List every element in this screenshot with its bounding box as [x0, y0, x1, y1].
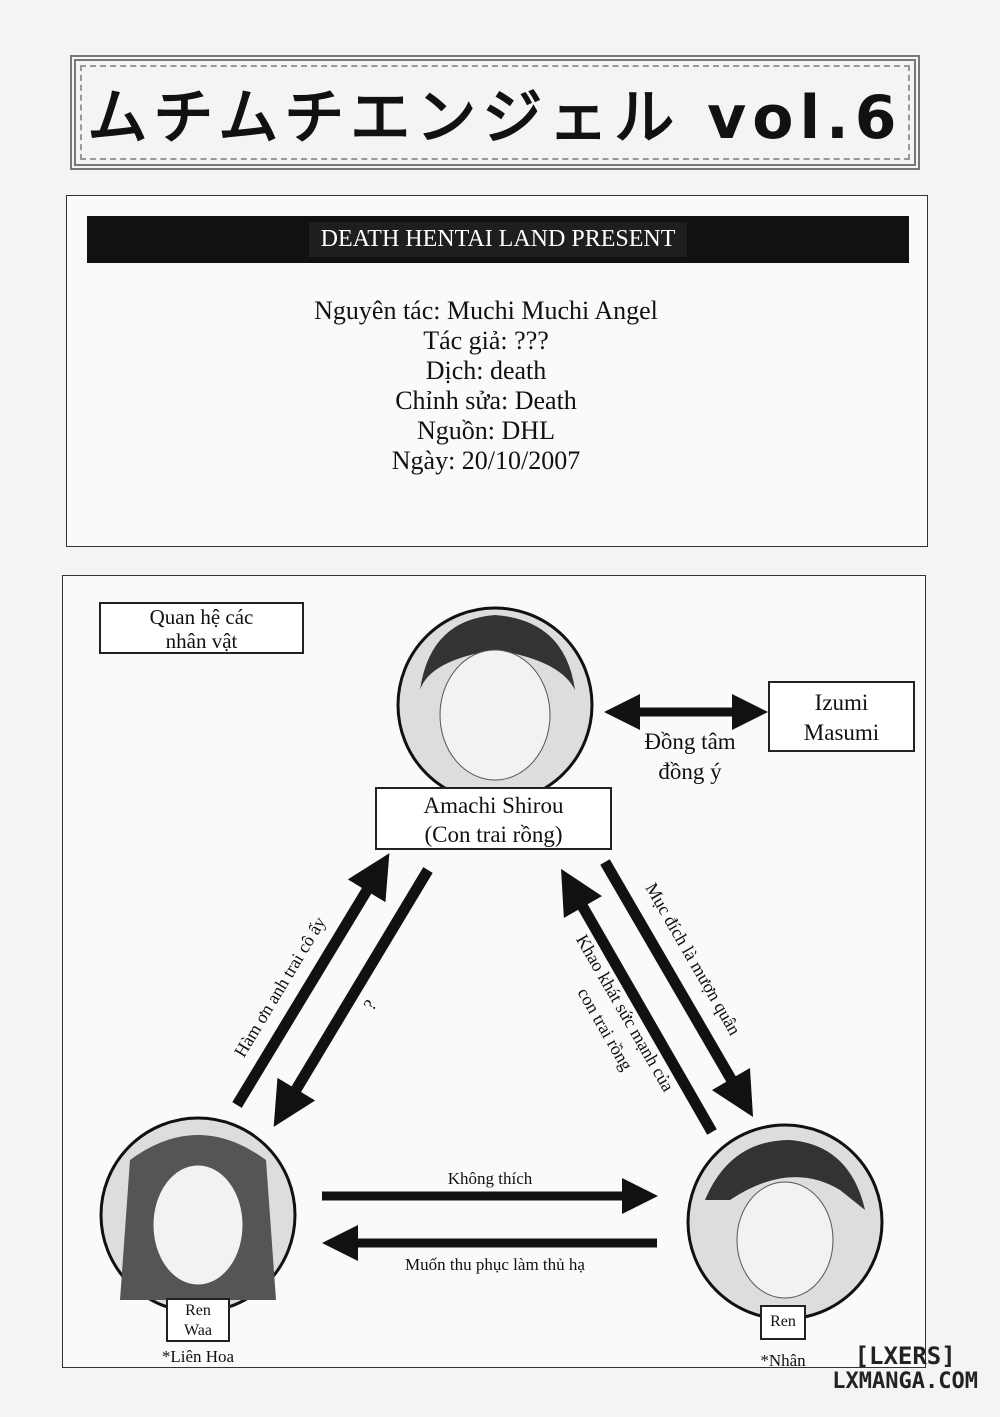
- ally-name-line2: Masumi: [803, 720, 880, 745]
- watermark: [LXERS] LXMANGA.COM: [832, 1343, 978, 1395]
- left-character-alias: *Liên Hoa: [162, 1347, 235, 1366]
- heading-line2: nhân vật: [165, 629, 238, 653]
- right-character-label: Ren: [760, 1305, 806, 1340]
- left-character-name-line2: Waa: [183, 1322, 213, 1339]
- right-character-alias: *Nhân: [760, 1351, 806, 1370]
- ally-relation-line2: đồng ý: [658, 759, 722, 784]
- portrait-right: [686, 1123, 884, 1321]
- ally-relation-line1: Đồng tâm: [644, 729, 735, 754]
- credit-original: Nguyên tác: Muchi Muchi Angel: [314, 296, 658, 325]
- banner-text: DEATH HENTAI LAND PRESENT: [308, 222, 688, 257]
- right-character-name: Ren: [770, 1313, 796, 1330]
- credits-box: DEATH HENTAI LAND PRESENT Nguyên tác: Mu…: [66, 195, 928, 547]
- diagram-heading: Quan hệ các nhân vật: [99, 602, 304, 654]
- credit-editor: Chỉnh sửa: Death: [395, 386, 577, 415]
- arrow-center-to-left: [273, 867, 433, 1127]
- center-character-title: (Con trai rồng): [424, 822, 563, 847]
- heading-line1: Quan hệ các: [149, 605, 254, 629]
- ally-name-line1: Izumi: [814, 690, 869, 715]
- center-character-label: Amachi Shirou (Con trai rồng): [375, 787, 612, 850]
- portrait-center: [396, 606, 594, 804]
- present-banner: DEATH HENTAI LAND PRESENT: [87, 216, 909, 263]
- credit-source: Nguồn: DHL: [417, 416, 555, 445]
- ally-label: Izumi Masumi: [768, 681, 915, 752]
- relation-right-to-left: Muốn thu phục làm thủ hạ: [405, 1255, 585, 1274]
- arrow-left-to-center: [232, 853, 390, 1108]
- relation-left-to-right: Không thích: [448, 1169, 533, 1188]
- watermark-line1: [LXERS]: [854, 1342, 956, 1370]
- credit-date: Ngày: 20/10/2007: [391, 446, 581, 475]
- credit-lines: Nguyên tác: Muchi Muchi Angel Tác giả: ?…: [67, 296, 905, 476]
- credit-author: Tác giả: ???: [423, 326, 549, 355]
- watermark-line2: LXMANGA.COM: [832, 1369, 978, 1394]
- arrow-center-to-right: [600, 859, 754, 1118]
- left-character-name-line1: Ren: [185, 1302, 211, 1319]
- center-character-name: Amachi Shirou: [423, 793, 564, 818]
- portrait-left: [99, 1116, 297, 1314]
- left-character-label: Ren Waa: [166, 1298, 230, 1342]
- page-title: ムチムチエンジェル vol.6: [87, 83, 903, 153]
- title-frame: ムチムチエンジェル vol.6: [70, 55, 920, 170]
- relation-center-to-left: ?: [359, 996, 380, 1013]
- credit-translator: Dịch: death: [425, 356, 547, 385]
- arrow-right-to-center: [561, 868, 717, 1135]
